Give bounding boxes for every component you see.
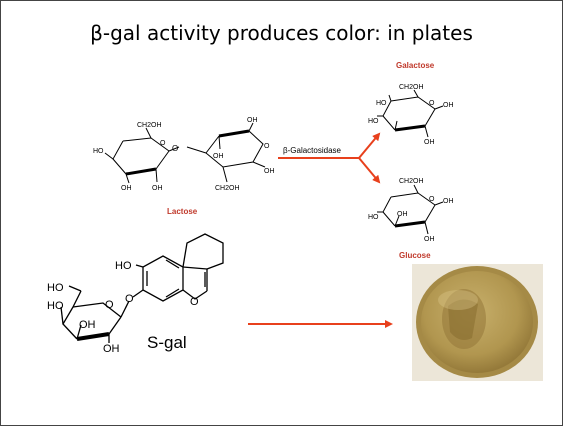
- galactose-atom-labels: CH2OH HO HO O OH OH: [368, 84, 454, 146]
- galactose-structure: [377, 89, 444, 138]
- lactose-ring-o1: O: [160, 140, 166, 147]
- enzyme-label: β-Galactosidase: [283, 146, 341, 155]
- sgal-atom-labels: HO HO HO OH OH O O O: [47, 260, 199, 355]
- glucose-oh-right: OH: [443, 198, 454, 205]
- glucose-ch2oh: CH2OH: [399, 178, 424, 185]
- lactose-ch2oh-bottom: CH2OH: [215, 185, 240, 192]
- lactose-ring-o2: O: [264, 143, 270, 150]
- lactose-ring2-bold-edge: [218, 129, 250, 138]
- glucose-label: Glucose: [399, 251, 431, 260]
- arrow-to-galactose: [358, 132, 381, 159]
- galactose-ho-left: HO: [368, 118, 379, 125]
- glucose-oh-bottom: OH: [424, 236, 435, 243]
- plate-colony-pattern: [442, 289, 486, 349]
- sgal-ring-o: O: [105, 299, 114, 311]
- enzyme-arrow: [278, 132, 381, 184]
- lactose-atom-labels: CH2OH HO OH OH O O O OH OH OH CH2OH: [93, 117, 275, 192]
- lactose-label: Lactose: [167, 207, 198, 216]
- galactose-ch2oh: CH2OH: [399, 84, 424, 91]
- slide-title: β-gal activity produces color: in plates: [90, 21, 473, 45]
- plate-highlight: [438, 290, 478, 310]
- sgal-structure: [60, 233, 224, 343]
- lactose-oh-ring1-bottom: OH: [121, 185, 132, 192]
- galactose-oh-bottom: OH: [424, 139, 435, 146]
- petri-plate-photo: [412, 264, 543, 381]
- glucose-structure: [377, 184, 444, 235]
- lactose-structure: [104, 122, 266, 184]
- galactose-label: Galactose: [396, 61, 435, 70]
- lactose-ho-left: HO: [93, 148, 104, 155]
- glucose-ho-left: HO: [368, 214, 379, 221]
- sgal-label: S-gal: [147, 333, 187, 352]
- sgal-sugar-bold-edge: [76, 332, 110, 341]
- lactose-bridge-o: O: [172, 144, 178, 153]
- sgal-ho-left: HO: [47, 300, 64, 312]
- lactose-ring1-bold-edge: [125, 167, 157, 176]
- sgal-ho-ch2: HO: [47, 282, 64, 294]
- sgal-pyran-o: O: [190, 296, 199, 308]
- galactose-ho-top: HO: [376, 100, 387, 107]
- lactose-ch2oh-top: CH2OH: [137, 122, 162, 129]
- arrow-to-glucose: [358, 157, 381, 184]
- glucose-oh-inner: OH: [397, 211, 408, 218]
- galactose-oh-right: OH: [443, 102, 454, 109]
- sgal-oh-inner: OH: [79, 319, 96, 331]
- galactose-ring-o: O: [429, 100, 435, 107]
- sgal-link-o: O: [125, 293, 134, 305]
- lactose-oh-ring2-inner: OH: [213, 153, 224, 160]
- sgal-ho-top: HO: [115, 260, 132, 272]
- glucose-atom-labels: CH2OH HO OH O OH OH: [368, 178, 454, 243]
- lactose-oh-ring1-lower: OH: [152, 185, 163, 192]
- lactose-oh-ring2-top: OH: [247, 117, 258, 124]
- glucose-ring-o: O: [429, 196, 435, 203]
- sgal-oh-bottom: OH: [103, 343, 120, 355]
- lactose-oh-ring2-right: OH: [264, 168, 275, 175]
